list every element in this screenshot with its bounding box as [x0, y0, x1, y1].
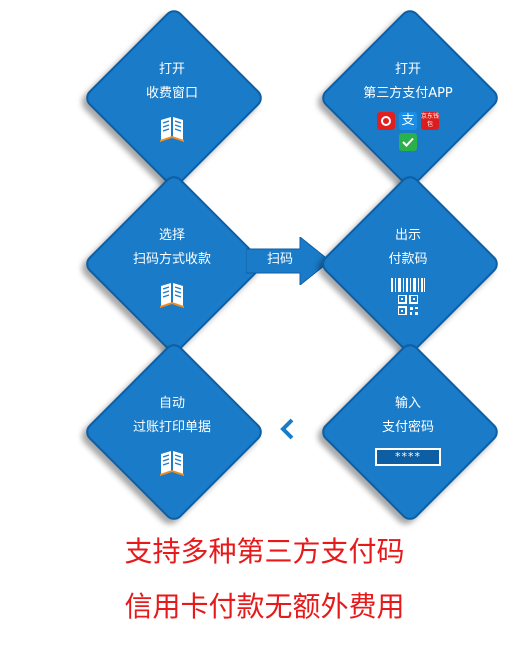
step-subtitle: 扫码方式收款: [132, 252, 211, 267]
book-logo-icon: [160, 451, 184, 476]
step-enter-password: 输入 支付密码 ****: [318, 340, 502, 524]
password-mask-box: ****: [375, 448, 441, 466]
step-title: 出示: [394, 228, 421, 243]
step-subtitle: 过账打印单据: [132, 420, 211, 435]
step-title: 自动: [158, 396, 185, 411]
payment-app-icons: 支 京东钱包: [377, 112, 439, 130]
step-open-payment-app: 打开 第三方支付APP 支 京东钱包: [318, 6, 502, 190]
alipay-icon: 支: [399, 112, 417, 130]
step-title: 打开: [394, 62, 421, 77]
step-select-scan-method: 选择 扫码方式收款: [82, 172, 266, 356]
tagline-no-extra-fees: 信用卡付款无额外费用: [124, 590, 405, 623]
scan-arrow-label: 扫码: [266, 252, 293, 267]
jd-wallet-icon: 京东钱包: [421, 112, 440, 130]
step-open-window: 打开 收费窗口: [82, 6, 266, 190]
tagline-payment-codes: 支持多种第三方支付码: [124, 535, 405, 568]
qr-code-icon: [398, 295, 418, 315]
step-subtitle: 第三方支付APP: [363, 86, 453, 101]
step-title: 输入: [394, 396, 421, 411]
chevron-left-icon: [280, 418, 294, 440]
step-auto-print-receipt: 自动 过账打印单据: [82, 340, 266, 524]
step-title: 打开: [158, 62, 185, 77]
book-logo-icon: [160, 117, 184, 142]
step-show-payment-code: 出示 付款码: [318, 172, 502, 356]
scan-arrow-icon: [246, 237, 330, 285]
step-title: 选择: [158, 228, 185, 243]
step-subtitle: 付款码: [388, 252, 428, 267]
pinduoduo-icon: [377, 112, 395, 130]
wechat-check-icon: [399, 133, 417, 151]
step-subtitle: 收费窗口: [145, 86, 198, 101]
barcode-icon: [391, 278, 425, 292]
step-subtitle: 支付密码: [381, 420, 434, 435]
book-logo-icon: [160, 283, 184, 308]
